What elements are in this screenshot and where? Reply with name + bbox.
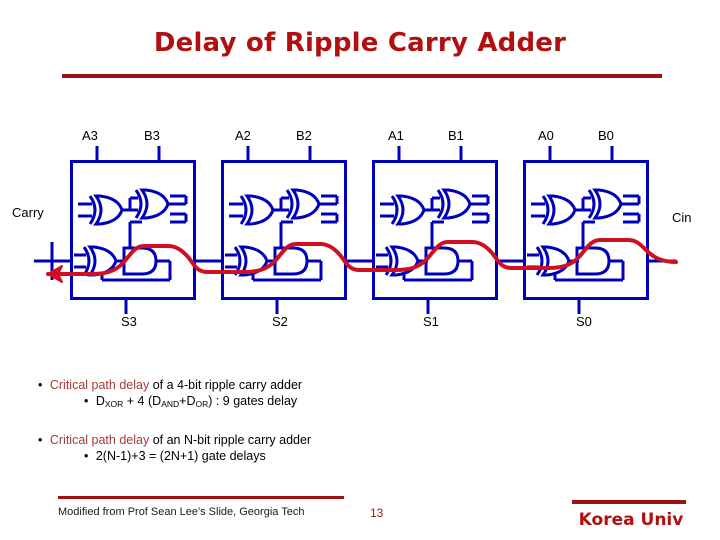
bullet-marker: • — [84, 449, 96, 463]
input-label-b1: B1 — [448, 128, 464, 143]
bullet-2-rest: of an N-bit ripple carry adder — [149, 433, 312, 447]
output-label-s3: S3 — [121, 314, 137, 329]
full-adder-cell-1 — [352, 144, 498, 316]
input-label-b0: B0 — [598, 128, 614, 143]
bullet-1-highlight: Critical path delay — [49, 378, 150, 392]
delay-term-mid2: +D — [179, 394, 196, 408]
page-number: 13 — [370, 506, 384, 520]
output-label-s2: S2 — [272, 314, 288, 329]
footer-attribution: Modified from Prof Sean Lee's Slide, Geo… — [58, 506, 305, 518]
delay-term-tail: ) : 9 gates delay — [208, 394, 298, 408]
ripple-carry-adder-diagram: A3 B3 A2 B2 A1 B1 A0 B0 Carry Cin S3 S2 … — [0, 110, 720, 340]
delay-term-mid: + 4 (D — [123, 394, 162, 408]
bullet-marker: • — [38, 378, 50, 392]
delay-term-dor-subscript: OR — [195, 399, 209, 409]
page-title: Delay of Ripple Carry Adder — [153, 28, 567, 58]
output-label-s0: S0 — [576, 314, 592, 329]
adder-schematic-svg — [34, 144, 678, 316]
full-adder-cell-3 — [50, 144, 196, 316]
input-label-a2: A2 — [235, 128, 251, 143]
delay-term-dand-subscript: AND — [161, 399, 180, 409]
input-label-b3: B3 — [144, 128, 160, 143]
bullet-marker: • — [84, 394, 96, 408]
input-label-b2: B2 — [296, 128, 312, 143]
full-adder-cell-0 — [503, 144, 649, 316]
bullet-2-line-1: • Critical path delay of an N-bit ripple… — [38, 433, 548, 447]
bullet-2-highlight: Critical path delay — [49, 433, 150, 447]
brand-label: Korea Univ — [578, 510, 684, 530]
bullet-1-line-2: • DXOR + 4 (DAND+DOR) : 9 gates delay — [84, 394, 548, 409]
carry-in-label: Cin — [672, 210, 692, 225]
delay-term-dxor-prefix: D — [95, 394, 105, 408]
carry-out-label: Carry — [12, 205, 44, 220]
bullet-1-rest: of a 4-bit ripple carry adder — [149, 378, 303, 392]
bullet-marker: • — [38, 433, 50, 447]
brand-divider — [572, 500, 686, 504]
bullet-list: • Critical path delay of a 4-bit ripple … — [28, 378, 548, 463]
title-divider — [62, 74, 662, 78]
input-label-a0: A0 — [538, 128, 554, 143]
input-label-a3: A3 — [82, 128, 98, 143]
input-label-a1: A1 — [388, 128, 404, 143]
footer-divider — [58, 496, 344, 499]
bullet-2-detail: 2(N-1)+3 = (2N+1) gate delays — [95, 449, 266, 463]
critical-path-highlight — [46, 238, 678, 283]
output-label-s1: S1 — [423, 314, 439, 329]
bullet-1-line-1: • Critical path delay of a 4-bit ripple … — [38, 378, 548, 392]
delay-term-dxor-subscript: XOR — [104, 399, 124, 409]
full-adder-cell-2 — [201, 144, 347, 316]
bullet-2-line-2: • 2(N-1)+3 = (2N+1) gate delays — [84, 449, 548, 463]
